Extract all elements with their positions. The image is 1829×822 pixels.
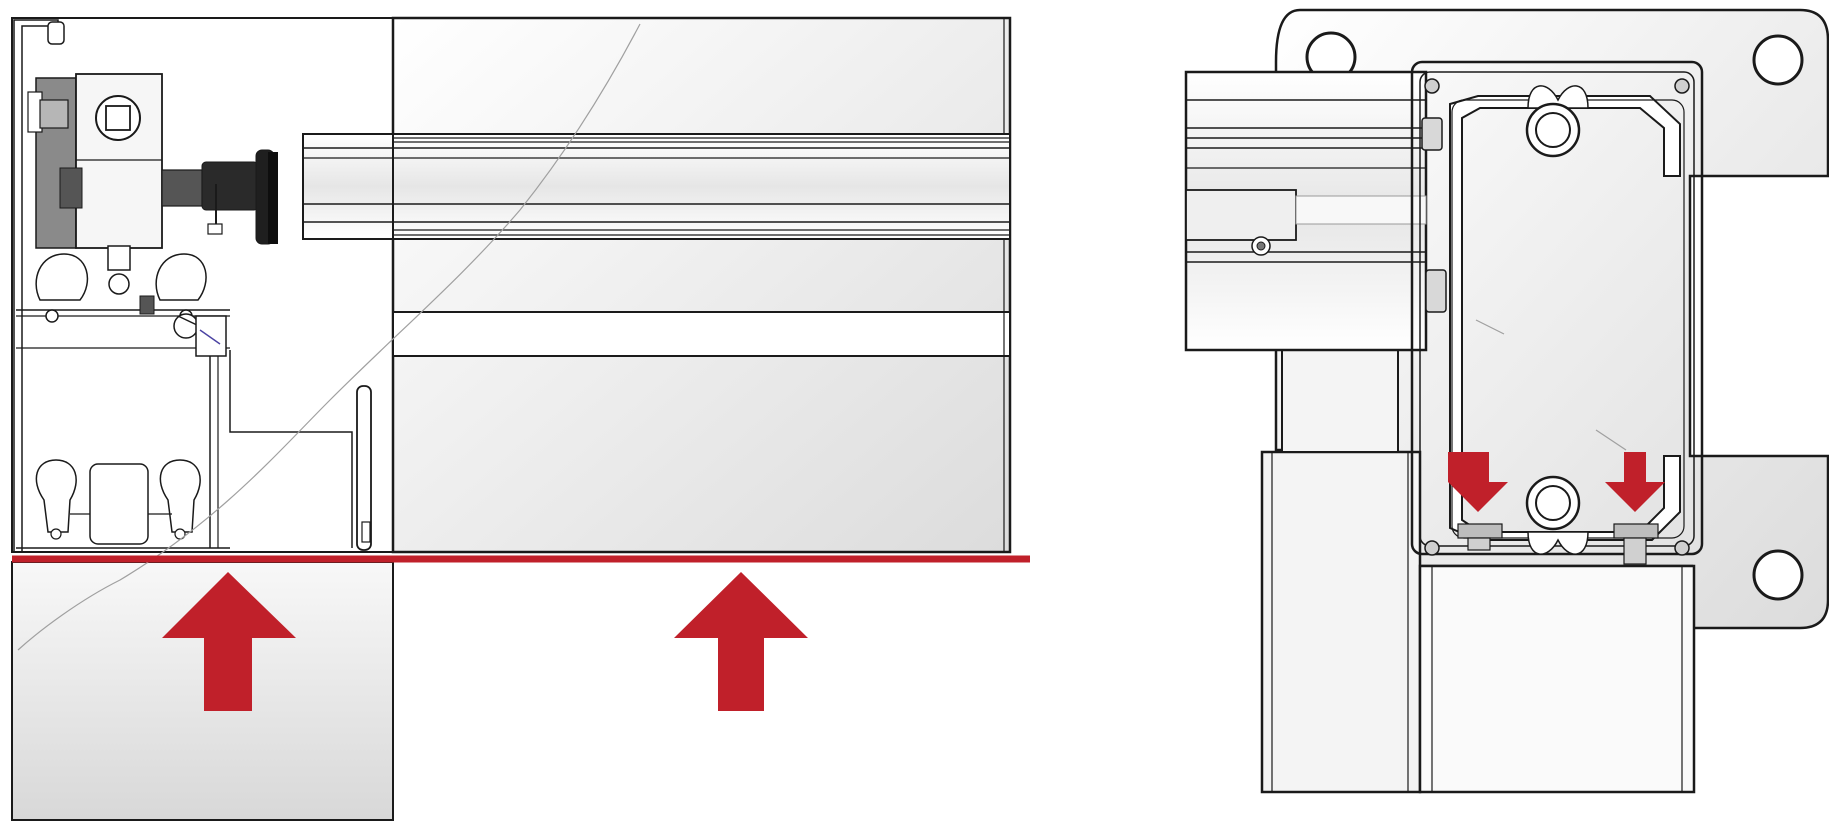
right-arrow-1-tip	[1448, 482, 1508, 512]
enclosure-box	[1410, 60, 1704, 565]
mount-hole-top-right	[1752, 34, 1804, 86]
top-boss	[1525, 85, 1589, 158]
horizontal-profile	[1184, 70, 1428, 352]
lower-lobes	[35, 459, 201, 545]
right-arrow-1-shaft	[1467, 452, 1489, 484]
left-section-view	[11, 16, 1030, 821]
horizontal-rail	[302, 133, 1011, 240]
upper-lobes	[35, 253, 227, 357]
lower-blocks	[1260, 349, 1696, 794]
handle-mechanism	[27, 73, 278, 315]
glass-pane-block	[391, 16, 1012, 554]
bottom-screws	[1457, 523, 1659, 565]
left-arrow-2	[674, 572, 808, 711]
mount-hole-bottom-right	[1752, 549, 1804, 601]
right-section-view	[1184, 8, 1829, 794]
right-arrow-2-shaft	[1624, 452, 1646, 484]
right-arrow-2-tip	[1605, 482, 1665, 512]
left-arrow-1	[162, 572, 296, 711]
reflection-line	[17, 23, 641, 651]
bottom-boss	[1525, 475, 1589, 555]
